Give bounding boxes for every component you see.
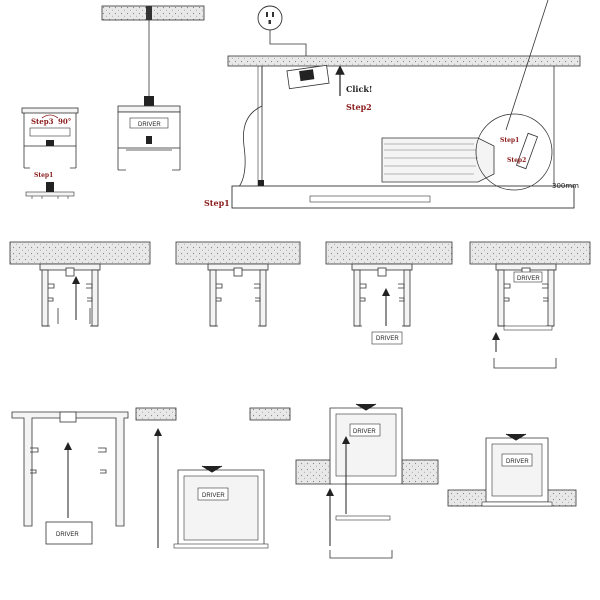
clamp-icon: [355, 403, 377, 411]
ceiling-slab-wide: [227, 55, 581, 67]
rotate-arrow-icon: [41, 114, 59, 119]
step3-detail: Step3 90°: [21, 107, 79, 169]
step2-label: Step2: [346, 102, 372, 112]
step1-zoom-label: Step1: [500, 137, 519, 144]
section-3: DRIVER: [325, 241, 453, 345]
step1-small-label: Step1: [34, 172, 53, 179]
driver-label-5: DRIVER: [202, 493, 225, 499]
angle-label: 90°: [58, 117, 71, 126]
driver-label: DRIVER: [138, 122, 161, 128]
distance-label: 300mm: [552, 182, 579, 190]
wire-clamp-detail: Step1 Step2 300mm: [381, 0, 579, 191]
recessed-view-1: DRIVER: [135, 407, 291, 549]
driver-box-large: [45, 521, 93, 545]
clamp-icon: [515, 132, 539, 170]
recessed-view-3: DRIVER: [447, 433, 577, 507]
section-4: DRIVER: [469, 241, 591, 369]
driver-box: [129, 117, 169, 129]
step1-label: Step1: [204, 198, 230, 208]
section-1: [9, 241, 151, 327]
large-profile-view: DRIVER: [11, 411, 129, 545]
zoom-circle: [475, 113, 553, 191]
driver-label-7: DRIVER: [506, 459, 529, 465]
driver-label-3: DRIVER: [517, 276, 540, 282]
step2-zoom-label: Step2: [507, 157, 526, 164]
click-label: Click!: [346, 84, 372, 94]
driver-label-2: DRIVER: [376, 336, 399, 342]
ceiling-slab: [101, 5, 205, 21]
power-connection-view: Click! Step2: [227, 5, 581, 189]
step3-label: Step3: [31, 117, 54, 126]
power-plug-icon: [257, 5, 283, 31]
pendant-driver-view: DRIVER: [101, 5, 205, 171]
recessed-view-2: DRIVER: [295, 403, 439, 559]
driver-label-4: DRIVER: [56, 532, 79, 538]
linear-fixture-body: Step1: [204, 180, 575, 209]
clamp-icon: [201, 465, 223, 473]
section-2: [175, 241, 301, 327]
driver-label-6: DRIVER: [353, 429, 376, 435]
clamp-icon: [505, 433, 527, 441]
step1-small-detail: Step1: [25, 172, 75, 199]
